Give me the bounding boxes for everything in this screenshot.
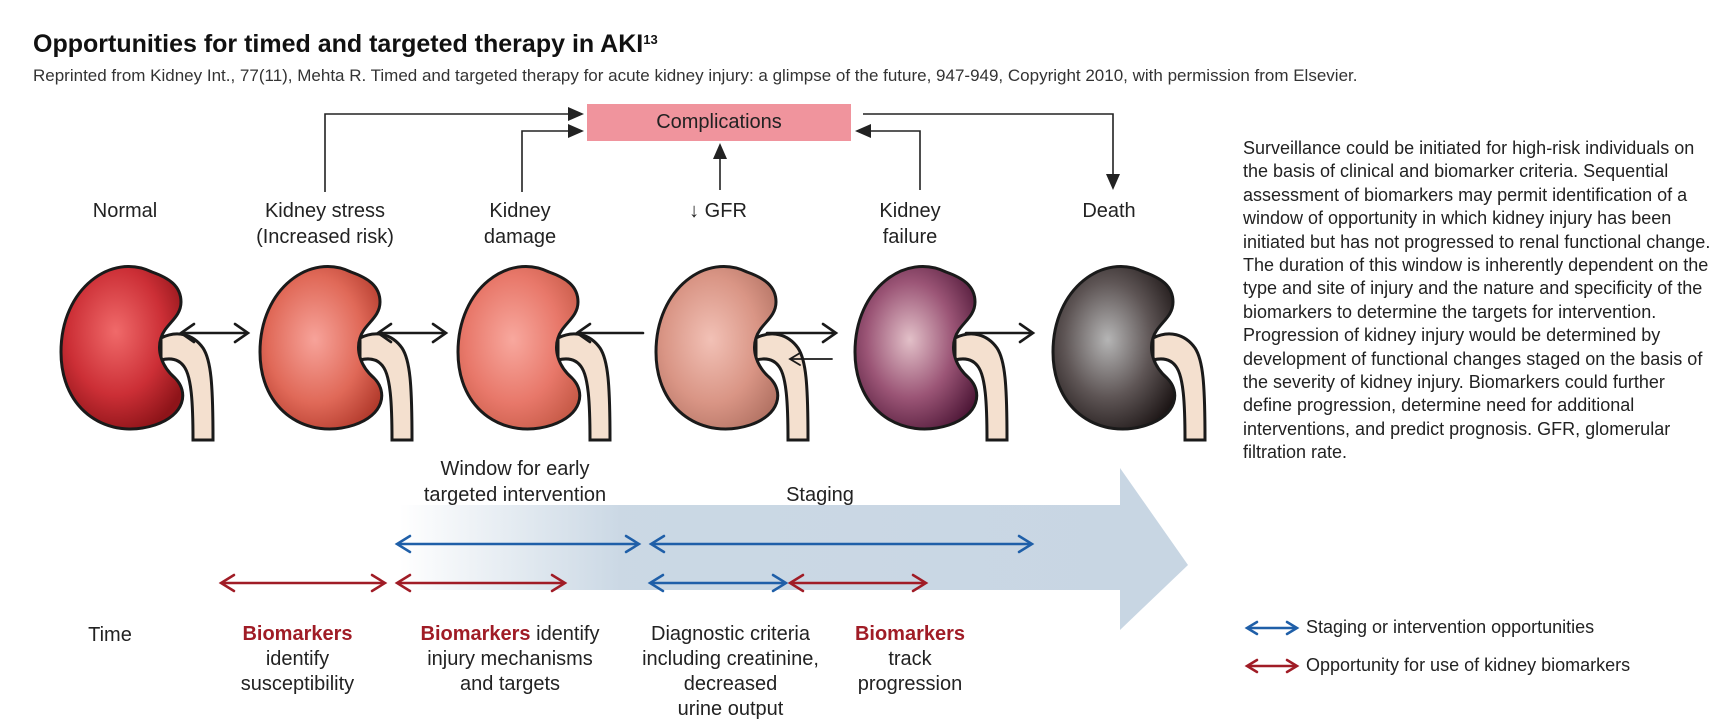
staging-band <box>400 468 1188 630</box>
legend-blue: Staging or intervention opportunities <box>1244 617 1594 638</box>
complications-connectors <box>324 113 1114 192</box>
kidney-damage <box>456 264 612 442</box>
blue-arrows <box>394 534 1035 593</box>
stage-label-normal: Normal <box>92 200 158 222</box>
time-label: Time <box>88 624 132 646</box>
kidney-failure <box>853 264 1009 442</box>
figure-source: Reprinted from Kidney Int., 77(11), Meht… <box>33 66 1358 85</box>
kidney-normal <box>59 264 215 442</box>
figure-title: Opportunities for timed and targeted the… <box>33 30 658 58</box>
title-reference: 13 <box>643 32 658 47</box>
progression-arrows <box>178 322 1036 366</box>
connector-arrowheads <box>568 107 1120 190</box>
kidney-death <box>1051 264 1207 442</box>
blue-double-arrow-icon <box>1244 621 1300 636</box>
kidney-gfr <box>654 264 810 442</box>
stage-label-gfr: ↓ GFR <box>689 200 747 222</box>
staging-label: Staging <box>786 484 854 506</box>
figure-caption: Surveillance could be initiated for high… <box>1243 138 1711 463</box>
kidney-stress <box>258 264 414 442</box>
complications-box: Complications <box>587 104 851 141</box>
red-arrows <box>218 573 929 593</box>
stage-label-stress: Kidney stress(Increased risk) <box>256 200 394 248</box>
bottom-block-diagnostic: Diagnostic criteria including creatinine… <box>642 623 819 720</box>
stage-label-death: Death <box>1082 200 1136 222</box>
red-double-arrow-icon <box>1244 659 1300 674</box>
legend-red: Opportunity for use of kidney biomarkers <box>1244 655 1630 676</box>
